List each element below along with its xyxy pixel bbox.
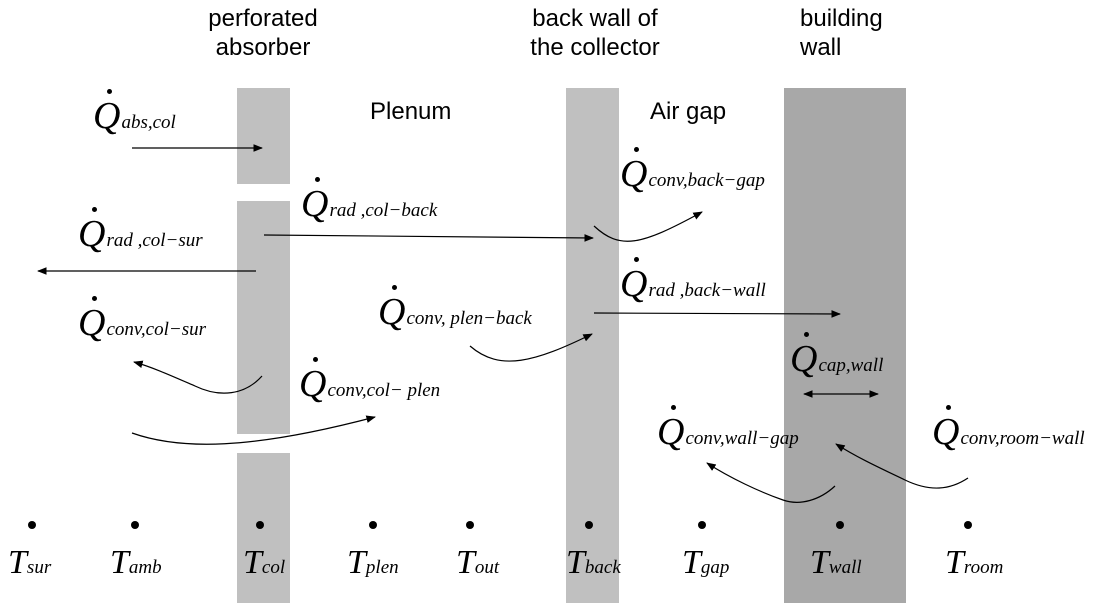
q-conv-wall-gap-subscript: conv,wall−gap (685, 428, 799, 449)
node-dot-room (964, 521, 972, 529)
node-label-sur: Tsur (8, 544, 51, 582)
region-air-gap: Air gap (650, 98, 727, 125)
collector-back-wall (566, 88, 619, 603)
q-abs-col-subscript: abs,col (121, 112, 176, 133)
q-conv-room-wall-label: Qconv,room−wall (932, 405, 1085, 454)
absorber-segment-top (237, 88, 290, 184)
q-conv-room-wall-subscript: conv,room−wall (960, 428, 1085, 449)
node-dot-plen (369, 521, 377, 529)
header-building-wall-line2: wall (800, 34, 842, 61)
q-rad-col-back-symbol: Q (301, 177, 329, 225)
node-label-gap: Tgap (682, 544, 729, 582)
q-abs-col-symbol: Q (93, 89, 121, 137)
q-rad-col-back-label: Qrad ,col−back (301, 177, 438, 226)
header-building-wall-line1: building (800, 5, 883, 32)
q-conv-col-sur-symbol: Q (78, 296, 106, 344)
q-cap-wall-symbol: Q (790, 332, 818, 380)
node-dot-col (256, 521, 264, 529)
node-symbol-wall: T (810, 544, 829, 581)
node-label-wall: Twall (810, 544, 862, 582)
arrow-conv-back-gap (593, 211, 703, 242)
node-symbol-col: T (243, 544, 262, 581)
q-conv-col-sur-subscript: conv,col−sur (106, 319, 206, 340)
node-symbol-plen: T (347, 544, 366, 581)
arrow-conv-room-wall (835, 443, 969, 489)
absorber-segment-middle (237, 201, 290, 434)
node-subscript-out: out (474, 557, 500, 578)
q-rad-col-sur-label: Qrad ,col−sur (78, 207, 203, 256)
node-subscript-plen: plen (365, 557, 399, 578)
node-symbol-back: T (566, 544, 585, 581)
q-cap-wall-subscript: cap,wall (818, 355, 884, 376)
building-wall (784, 88, 906, 603)
q-rad-back-wall-label: Qrad ,back−wall (620, 257, 766, 306)
q-cap-wall-label: Qcap,wall (790, 332, 884, 381)
q-conv-back-gap-subscript: conv,back−gap (648, 170, 765, 191)
q-rad-back-wall-symbol: Q (620, 257, 648, 305)
q-conv-wall-gap-label: Qconv,wall−gap (657, 405, 799, 454)
node-dot-gap (698, 521, 706, 529)
node-symbol-room: T (945, 544, 964, 581)
node-label-out: Tout (456, 544, 499, 582)
header-back-wall-line2: the collector (530, 34, 660, 61)
q-rad-col-sur-subscript: rad ,col−sur (106, 230, 203, 251)
q-abs-col-label: Qabs,col (93, 89, 176, 138)
node-dot-wall (836, 521, 844, 529)
arrow-rad-back-wall (593, 310, 841, 318)
header-perforated-absorber-line1: perforated (208, 5, 318, 32)
node-symbol-sur: T (8, 544, 27, 581)
node-symbol-gap: T (682, 544, 701, 581)
arrow-conv-col-sur (133, 360, 263, 394)
header-building-wall: building wall (800, 4, 900, 62)
node-subscript-back: back (584, 557, 621, 578)
node-subscript-wall: wall (828, 557, 862, 578)
arrow-conv-col-plen (131, 415, 376, 445)
node-label-plen: Tplen (347, 544, 399, 582)
node-symbol-amb: T (110, 544, 129, 581)
node-label-amb: Tamb (110, 544, 162, 582)
absorber-segment-bottom (237, 453, 290, 603)
q-conv-back-gap-symbol: Q (620, 147, 648, 195)
arrow-rad-col-back (263, 234, 594, 242)
header-perforated-absorber: perforated absorber (178, 4, 348, 62)
arrow-conv-plen-back (469, 333, 593, 362)
node-dot-back (585, 521, 593, 529)
node-subscript-sur: sur (26, 557, 52, 578)
q-rad-col-back-subscript: rad ,col−back (329, 200, 438, 221)
q-conv-col-plen-subscript: conv,col− plen (327, 380, 441, 401)
node-dot-out (466, 521, 474, 529)
region-plenum: Plenum (370, 98, 452, 125)
q-conv-plen-back-label: Qconv, plen−back (378, 285, 532, 334)
node-subscript-amb: amb (128, 557, 162, 578)
q-conv-col-sur-label: Qconv,col−sur (78, 296, 206, 345)
header-back-wall-line1: back wall of (532, 5, 658, 32)
q-conv-room-wall-symbol: Q (932, 405, 960, 453)
q-rad-col-sur-symbol: Q (78, 207, 106, 255)
node-subscript-col: col (261, 557, 286, 578)
node-symbol-out: T (456, 544, 475, 581)
q-conv-back-gap-label: Qconv,back−gap (620, 147, 765, 196)
node-label-room: Troom (945, 544, 1003, 582)
q-conv-col-plen-label: Qconv,col− plen (299, 357, 441, 406)
node-dot-sur (28, 521, 36, 529)
arrow-conv-wall-gap (706, 462, 836, 503)
q-conv-col-plen-symbol: Q (299, 357, 327, 405)
q-rad-back-wall-subscript: rad ,back−wall (648, 280, 766, 301)
q-conv-wall-gap-symbol: Q (657, 405, 685, 453)
node-label-back: Tback (566, 544, 621, 582)
q-conv-plen-back-symbol: Q (378, 285, 406, 333)
node-dot-amb (131, 521, 139, 529)
header-perforated-absorber-line2: absorber (215, 34, 311, 61)
header-back-wall: back wall of the collector (505, 4, 685, 62)
node-subscript-room: room (963, 557, 1004, 578)
node-label-col: Tcol (243, 544, 285, 582)
q-conv-plen-back-subscript: conv, plen−back (406, 308, 532, 329)
node-subscript-gap: gap (700, 557, 730, 578)
